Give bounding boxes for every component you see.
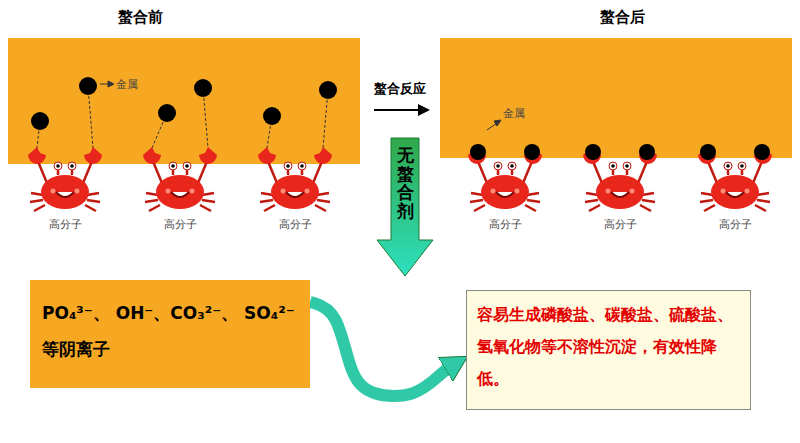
polymer-band [8, 38, 360, 164]
part-label: 金属 [116, 77, 138, 92]
curved-arrow [310, 302, 454, 396]
part-label: 高分子 [604, 217, 637, 232]
green-arrow [377, 138, 433, 276]
part-label: 高分子 [279, 217, 312, 232]
anion-box: PO₄³⁻、 OH⁻、CO₃²⁻、 SO₄²⁻等阴离子 [30, 280, 310, 388]
heading: 螯合后 [600, 8, 645, 27]
box-text: 容易生成磷酸盐、碳酸盐、硫酸盐、氢氧化物等不溶性沉淀，有效性降低。 [477, 299, 740, 395]
box-text: PO₄³⁻、 OH⁻、CO₃²⁻、 SO₄²⁻等阴离子 [42, 296, 298, 367]
arrow-label: 无螯合剂 [397, 146, 414, 221]
polymer-band [440, 38, 792, 158]
bond-lines [37, 86, 328, 148]
part-label: 高分子 [719, 217, 752, 232]
arrow-label: 螯合反应 [374, 80, 426, 98]
part-label: 高分子 [49, 217, 82, 232]
part-label: 高分子 [489, 217, 522, 232]
pointer-arrow [100, 81, 501, 130]
result-box: 容易生成磷酸盐、碳酸盐、硫酸盐、氢氧化物等不溶性沉淀，有效性降低。 [466, 290, 751, 410]
part-label: 高分子 [164, 217, 197, 232]
part-label: 金属 [503, 106, 525, 121]
reaction-arrow [374, 104, 430, 116]
heading: 螯合前 [118, 8, 163, 27]
